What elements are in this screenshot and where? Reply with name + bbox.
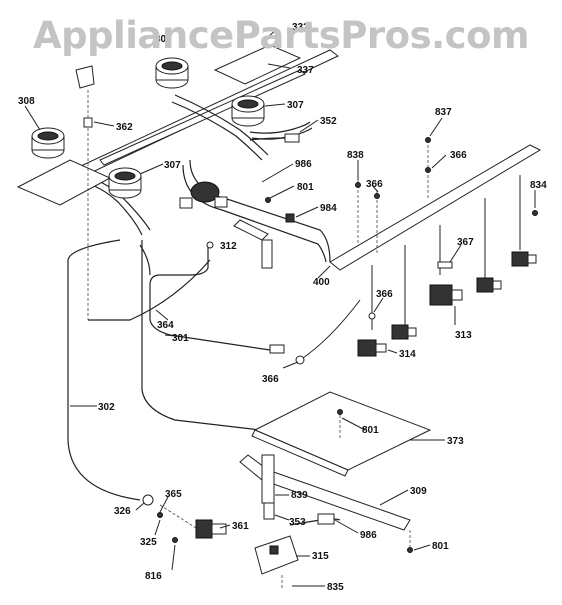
label-373: 373	[447, 436, 464, 447]
label-361: 361	[232, 521, 249, 532]
label-312: 312	[220, 241, 237, 252]
label-326: 326	[114, 506, 131, 517]
manifold-assembly	[179, 137, 542, 357]
label-816: 816	[145, 571, 162, 582]
label-984: 984	[320, 203, 337, 214]
label-5: 5	[90, 32, 96, 43]
label-835: 835	[327, 582, 344, 593]
label-986-bottom: 986	[360, 530, 377, 541]
burner-assembly	[16, 44, 339, 320]
valve-314	[357, 339, 387, 357]
label-362: 362	[116, 122, 133, 133]
leader-lines	[24, 29, 536, 587]
label-307-right: 307	[287, 100, 304, 111]
label-307-center: 307	[164, 160, 181, 171]
label-337: 337	[297, 65, 314, 76]
label-314: 314	[399, 349, 416, 360]
label-366-mid: 366	[366, 179, 383, 190]
label-366-valve: 366	[376, 289, 393, 300]
gas-tubing	[67, 239, 361, 501]
label-367: 367	[457, 237, 474, 248]
label-352: 352	[320, 116, 337, 127]
clip-part	[75, 65, 95, 89]
label-365: 365	[165, 489, 182, 500]
label-801-mid: 801	[362, 425, 379, 436]
label-986-top: 986	[295, 159, 312, 170]
valve-313	[429, 284, 463, 306]
label-353: 353	[289, 517, 306, 528]
valve-366c	[391, 324, 417, 340]
label-301: 301	[172, 333, 189, 344]
valve-834	[511, 251, 537, 267]
label-839: 839	[291, 490, 308, 501]
burner-head-307-center	[108, 167, 142, 199]
label-801-bottom: 801	[432, 541, 449, 552]
igniter-315	[254, 535, 299, 575]
label-366-top: 366	[450, 150, 467, 161]
label-315: 315	[312, 551, 329, 562]
label-302: 302	[98, 402, 115, 413]
spacer-362	[83, 117, 93, 128]
label-325: 325	[140, 537, 157, 548]
label-366-bottom: 366	[262, 374, 279, 385]
burner-head-309	[155, 57, 189, 89]
label-834: 834	[530, 180, 547, 191]
label-400: 400	[313, 277, 330, 288]
safety-valve-361	[195, 519, 227, 539]
oven-burner-assembly	[142, 391, 432, 588]
burner-head-307-right	[231, 95, 265, 127]
label-313: 313	[455, 330, 472, 341]
label-309: 309	[155, 34, 172, 45]
label-309-bottom: 309	[410, 486, 427, 497]
label-332: 332	[292, 22, 309, 33]
label-837: 837	[435, 107, 452, 118]
label-801-top: 801	[297, 182, 314, 193]
burner-head-308	[31, 127, 65, 159]
label-308: 308	[18, 96, 35, 107]
label-838: 838	[347, 150, 364, 161]
valve-367	[476, 277, 502, 293]
regulator-312	[179, 181, 228, 209]
label-364: 364	[157, 320, 174, 331]
part-labels: 332 5 309 337 308 362 307 352 307 837 83…	[18, 22, 547, 593]
